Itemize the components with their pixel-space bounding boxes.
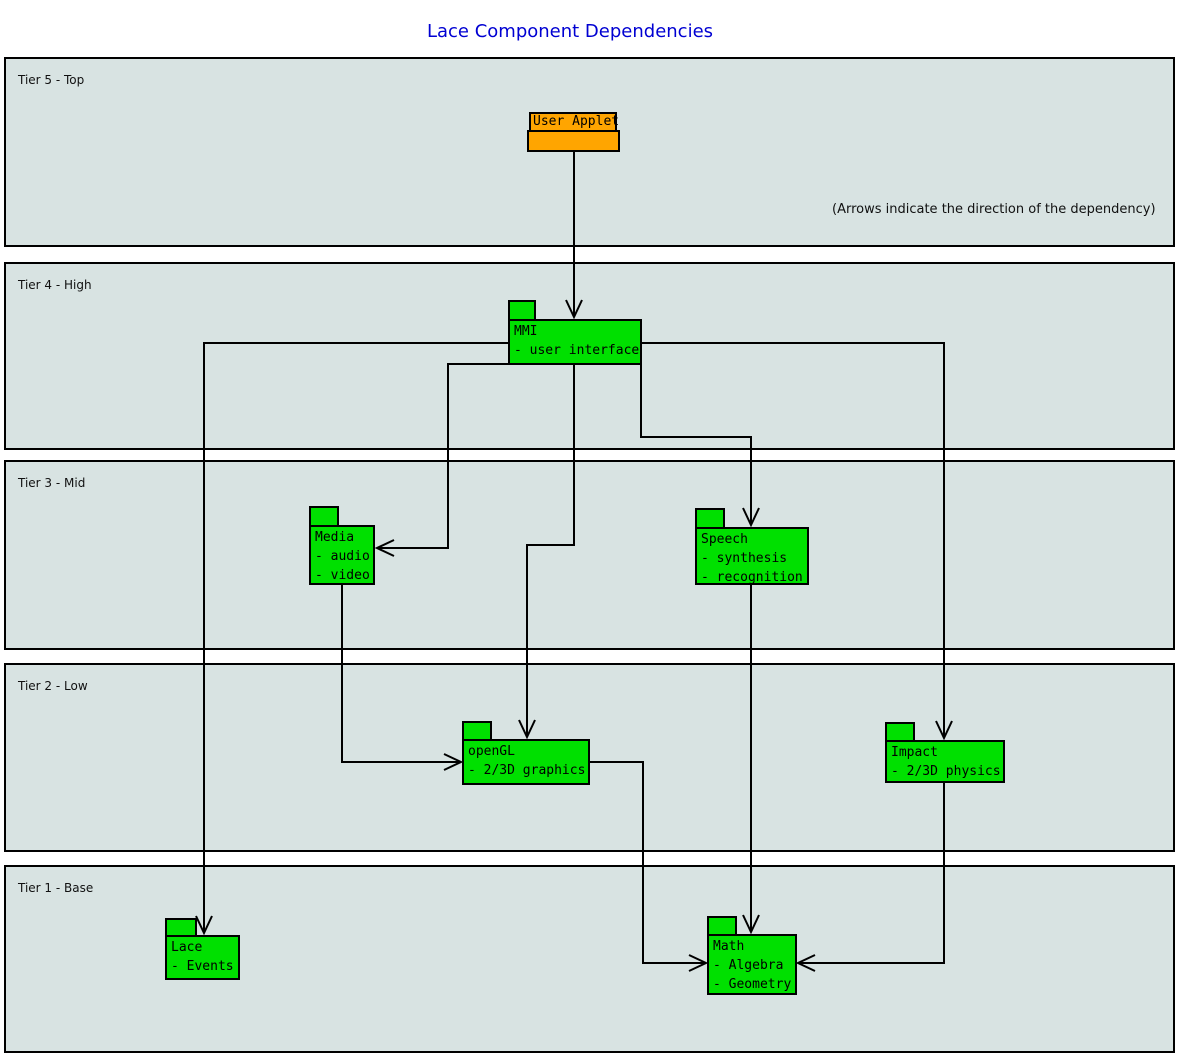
component-opengl: openGL - 2/3D graphics [462,721,590,785]
component-detail: - Algebra [713,958,784,973]
component-mmi: MMI - user interface [508,300,642,365]
component-title: openGL [468,744,515,759]
component-detail: - 2/3D physics [891,764,1001,779]
component-title: Lace [171,940,203,955]
diagram-title: Lace Component Dependencies [426,21,714,42]
component-detail: - video [315,568,370,583]
tier-label: Tier 5 - Top [18,73,85,87]
component-lace: Lace - Events [165,918,240,980]
component-title: Math [713,939,745,954]
folder-tab [885,722,915,740]
tier-label: Tier 3 - Mid [18,476,86,490]
tier-label: Tier 1 - Base [18,881,94,895]
component-title: MMI [514,324,538,339]
tier-label: Tier 2 - Low [18,679,88,693]
folder-tab [462,721,492,739]
component-body: MMI - user interface [508,319,642,365]
component-body: Media - audio - video [309,525,375,585]
component-title: User Applet [529,112,619,132]
component-body: Math - Algebra - Geometry [707,934,797,995]
component-detail: - synthesis [701,551,788,566]
folder-tab [165,918,197,935]
component-body: Impact - 2/3D physics [885,740,1005,783]
folder-tab [707,916,737,934]
tier-band-5: Tier 5 - Top [4,57,1175,247]
component-media: Media - audio - video [309,506,375,585]
component-detail: - 2/3D graphics [468,763,586,778]
component-detail: - user interface [514,343,640,358]
component-user-applet: User Applet [527,112,620,152]
component-body: Speech - synthesis - recognition [695,527,809,585]
component-body: openGL - 2/3D graphics [462,739,590,785]
component-title: Media [315,530,355,545]
tier-band-3: Tier 3 - Mid [4,460,1175,650]
tier-label: Tier 4 - High [18,278,92,292]
component-detail: - Geometry [713,977,792,992]
component-impact: Impact - 2/3D physics [885,722,1005,783]
folder-tab [695,508,725,527]
component-detail: - Events [171,959,234,974]
component-title: Speech [701,532,748,547]
component-body: Lace - Events [165,935,240,980]
component-detail: - audio [315,549,370,564]
component-math: Math - Algebra - Geometry [707,916,797,995]
arrow-direction-note: (Arrows indicate the direction of the de… [832,202,1156,217]
component-title: Impact [891,745,938,760]
folder-tab [508,300,536,319]
component-detail: - recognition [701,570,803,585]
component-base [527,130,620,152]
component-speech: Speech - synthesis - recognition [695,508,809,585]
folder-tab [309,506,339,525]
